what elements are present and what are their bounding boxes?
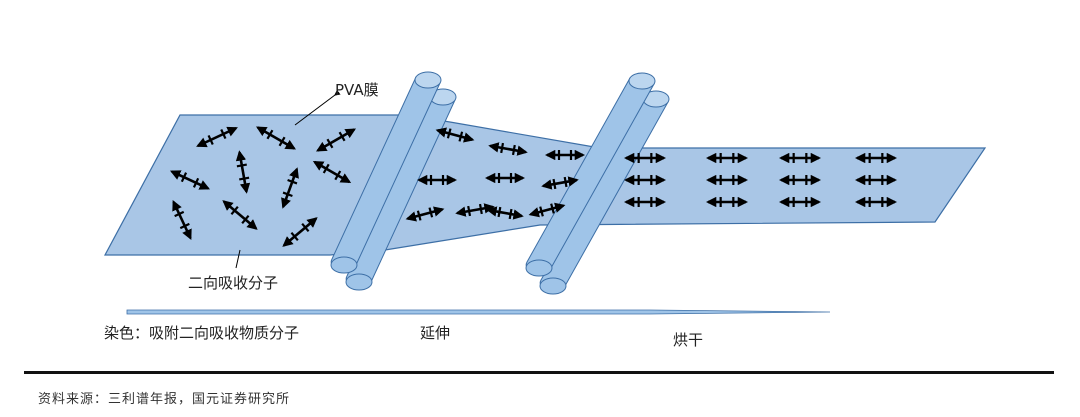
dichroic-molecule — [222, 200, 258, 230]
dichroic-molecule — [405, 206, 445, 222]
dichroic-molecule — [705, 196, 749, 208]
dichroic-molecule — [544, 149, 586, 161]
dichroic-molecule — [282, 217, 318, 247]
dichroic-molecule — [623, 174, 667, 186]
pva-film-label: PVA膜 — [335, 81, 379, 99]
dichroic-molecule — [169, 170, 211, 190]
dichroic-molecule — [256, 126, 296, 150]
dichroic-molecule — [196, 126, 238, 148]
dichroic-molecule — [705, 152, 749, 164]
roller-pair-2 — [525, 72, 670, 295]
dichroic-molecule — [312, 160, 352, 184]
stage-stretching-label: 延伸 — [420, 324, 451, 342]
dichroic-molecule — [316, 128, 356, 152]
dichroic-molecule — [235, 150, 251, 194]
dichroic-molecule — [435, 127, 475, 143]
pva-film-leader-line — [294, 89, 341, 126]
stage-dyeing-label: 染色：吸附二向吸收物质分子 — [104, 324, 300, 342]
dichroic-molecule — [541, 176, 579, 190]
dichroic-molecule — [281, 167, 299, 209]
dichroic-molecule — [778, 174, 822, 186]
dichroic-molecule — [854, 196, 898, 208]
dichroic-molecule — [705, 174, 749, 186]
molecule-leader-line — [235, 249, 241, 269]
dichroic-molecule — [488, 142, 528, 156]
dichroic-molecule — [778, 196, 822, 208]
process-stretch-bar — [126, 309, 831, 315]
dichroic-molecule — [484, 172, 526, 184]
dichroic-molecule — [778, 152, 822, 164]
roller-pair-1 — [330, 71, 457, 291]
dichroic-molecule — [854, 152, 898, 164]
stage-drying-label: 烘干 — [673, 331, 704, 349]
dichroic-molecule — [623, 196, 667, 208]
dichroic-molecules-label: 二向吸收分子 — [188, 274, 279, 292]
random-molecules — [169, 126, 356, 247]
dichroic-molecule — [486, 206, 524, 220]
dichroic-molecule — [172, 199, 192, 241]
source-note: 资料来源：三利谱年报，国元证券研究所 — [38, 392, 291, 407]
dichroic-molecule — [623, 152, 667, 164]
dichroic-molecule — [416, 174, 458, 186]
dichroic-molecule — [528, 202, 566, 218]
aligned-molecules — [623, 152, 898, 208]
footer-rule — [24, 371, 1054, 374]
partially-aligned-molecules — [405, 127, 586, 222]
dichroic-molecule — [854, 174, 898, 186]
